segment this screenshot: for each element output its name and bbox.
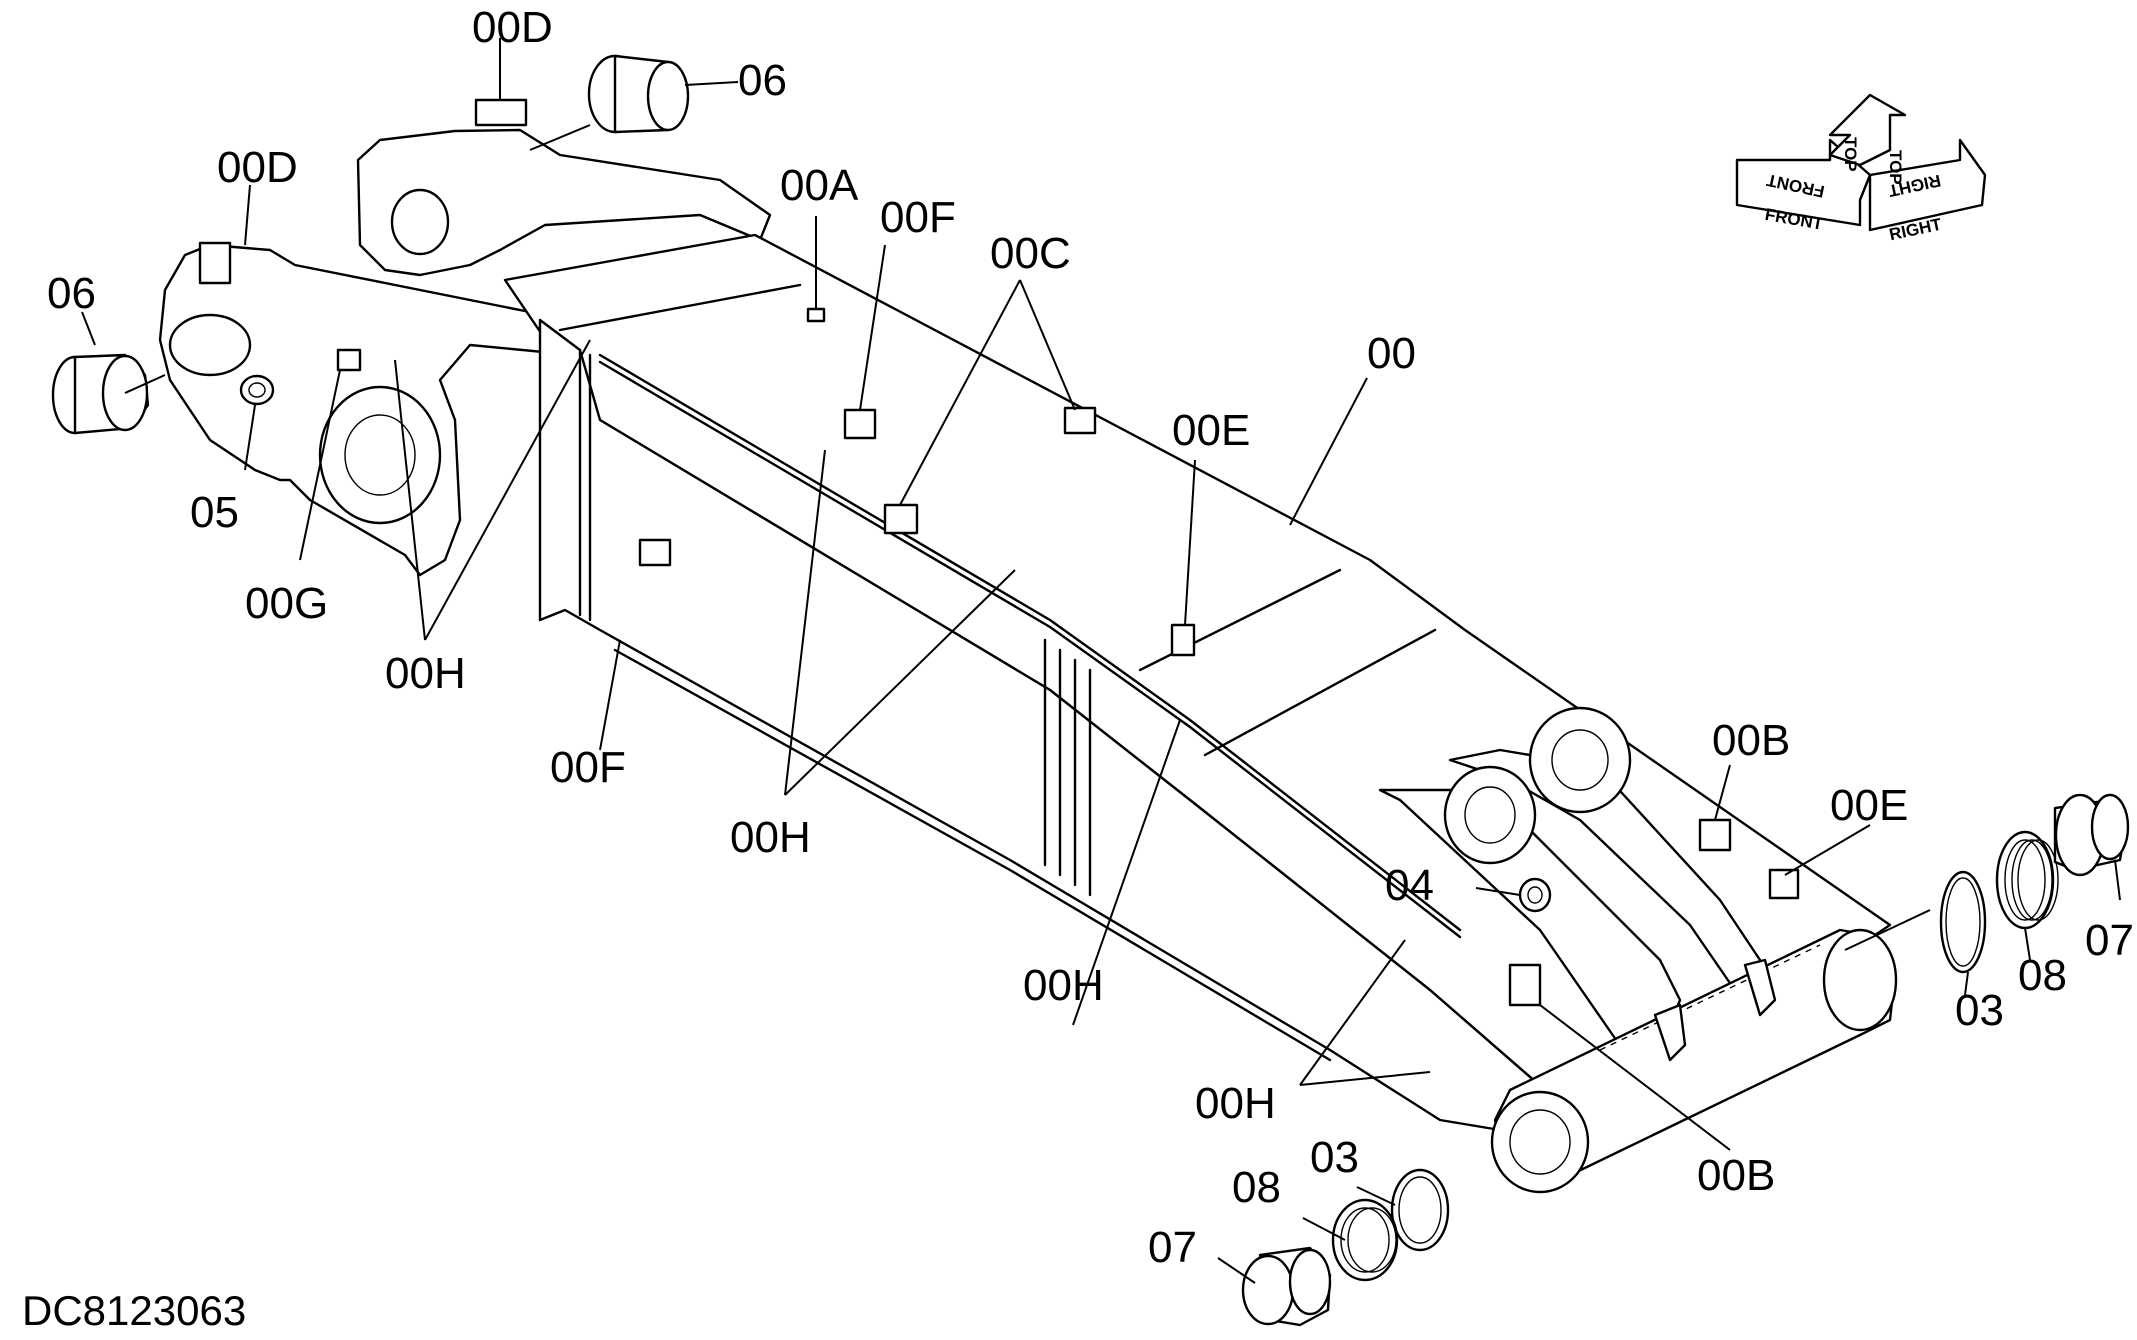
label-00D-top: 00D (472, 3, 553, 52)
label-00G: 00G (245, 579, 328, 628)
boom-body (158, 128, 1898, 1194)
label-03-right: 03 (1955, 986, 2004, 1035)
label-00H-lower: 00H (1023, 961, 1104, 1010)
part-labels: 00D 06 00D 06 05 00G 00H 00A 00F 00C 00 … (22, 3, 2134, 1334)
drawing-id: DC8123063 (22, 1287, 246, 1334)
label-00H-left: 00H (385, 649, 466, 698)
label-00E-mid: 00E (1172, 406, 1250, 455)
label-00H-bottom: 00H (1195, 1079, 1276, 1128)
rings-bottom (1241, 1168, 1450, 1327)
label-06-top: 06 (738, 56, 787, 105)
label-04: 04 (1385, 861, 1434, 910)
leader-lines (81, 38, 2121, 1284)
bushing-06-left (51, 353, 150, 435)
label-00A: 00A (780, 161, 859, 210)
label-00F-bottom: 00F (550, 743, 626, 792)
part-04 (1518, 877, 1552, 913)
orientation-top-label: TOP (1841, 137, 1860, 172)
small-parts (51, 54, 2130, 1327)
rings-right (1939, 793, 2130, 974)
label-08-right: 08 (2018, 951, 2067, 1000)
label-07-bottom: 07 (1148, 1223, 1197, 1272)
label-00C: 00C (990, 229, 1071, 278)
grease-fitting-05 (239, 374, 275, 406)
label-00H-mid: 00H (730, 813, 811, 862)
label-00E-right: 00E (1830, 781, 1908, 830)
orientation-icon: FRONT RIGHT TOP TOP FRONT RIGHT (1735, 93, 1987, 244)
label-00: 00 (1367, 329, 1416, 378)
label-07-right: 07 (2085, 916, 2134, 965)
label-05: 05 (190, 488, 239, 537)
label-00F-top: 00F (880, 193, 956, 242)
bushing-06-top (587, 54, 690, 134)
label-00B-top: 00B (1712, 716, 1790, 765)
orientation-top-label-2: TOP (1886, 150, 1905, 185)
label-03-bottom: 03 (1310, 1133, 1359, 1182)
label-06-left: 06 (47, 269, 96, 318)
label-00B-bottom: 00B (1697, 1151, 1775, 1200)
label-00D-left: 00D (217, 143, 298, 192)
label-08-bottom: 08 (1232, 1163, 1281, 1212)
